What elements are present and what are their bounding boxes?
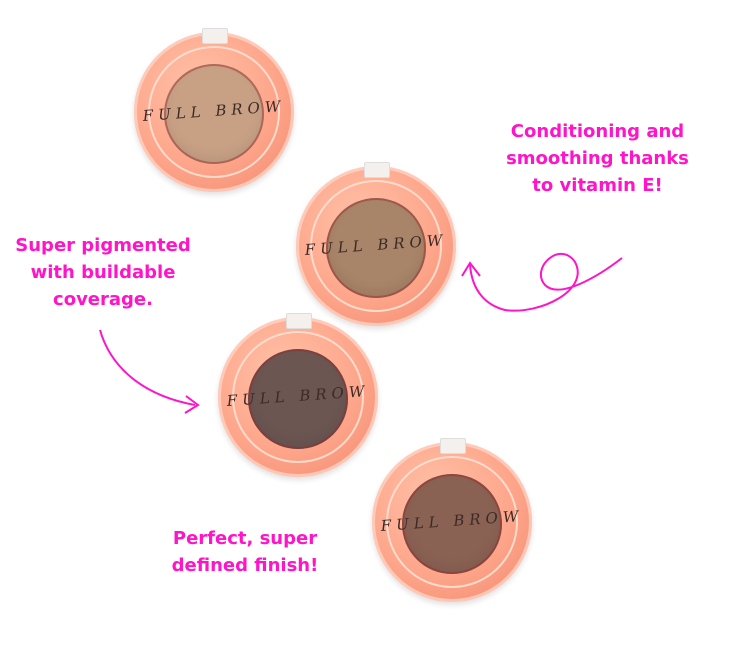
shade-pan xyxy=(402,474,502,574)
annotation-conditioning: Conditioning and smoothing thanks to vit… xyxy=(506,121,689,196)
shade-pan xyxy=(326,198,426,298)
hinge xyxy=(202,28,228,44)
hinge xyxy=(440,438,466,454)
arrow-curl-icon xyxy=(469,253,623,312)
hinge xyxy=(286,313,312,329)
annotation-finish: Perfect, super defined finish! xyxy=(171,528,319,576)
shade-pan xyxy=(164,64,264,164)
shade-pan xyxy=(248,349,348,449)
hinge xyxy=(364,162,390,178)
eyebrow-compact-3: FULL BROW xyxy=(218,313,378,477)
annotation-pigmented: Super pigmented with buildable coverage. xyxy=(15,235,191,310)
eyebrow-compact-1: FULL BROW xyxy=(134,28,294,192)
eyebrow-compact-4: FULL BROW xyxy=(372,438,532,602)
arrow-left-icon xyxy=(99,329,196,406)
eyebrow-compact-2: FULL BROW xyxy=(296,162,456,326)
arrow-head-icon xyxy=(461,261,481,277)
arrow-left-head-icon xyxy=(184,395,200,414)
